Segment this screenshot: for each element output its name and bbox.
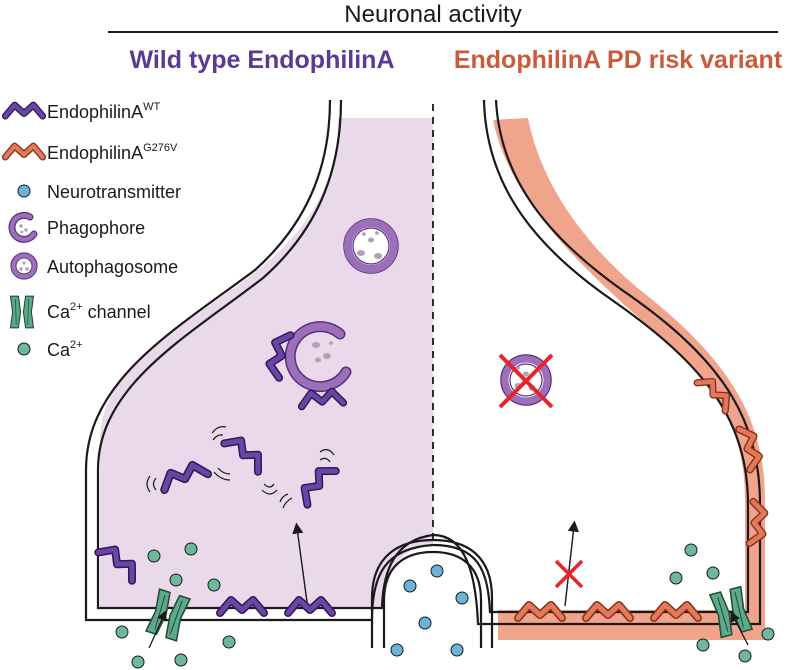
legend-item-calcium-channel: Ca2+ channel [47,301,151,322]
neurotransmitter-icon [17,184,31,198]
calcium-ions [115,542,775,669]
figure-title: Neuronal activity [344,1,521,28]
autophagosome-left [343,218,399,274]
recruitment-arrow-left [292,522,308,603]
legend-item-autophagosome: Autophagosome [47,257,178,277]
recruitment-arrow-right [564,520,579,607]
calcium-influx-arrow-left [148,610,167,649]
calcium-ion-icon [17,342,31,356]
phagophore-icon [8,211,38,243]
endophilin-wt-icon [5,105,42,116]
postsynaptic-bump [370,538,494,648]
right-synaptic-terminal [432,99,765,640]
neurotransmitters [390,564,469,657]
calcium-channel-icon [9,295,35,329]
calcium-influx-arrow-right [730,611,749,646]
left-synaptic-terminal [84,99,434,622]
left-membrane-outer [84,99,434,622]
legend-item-neurotransmitter: Neurotransmitter [47,182,181,202]
legend-item-endophilin-g276v: EndophilinAG276V [47,142,178,163]
legend: EndophilinAWT EndophilinAG276V Neurotran… [5,101,181,360]
autophagosome-icon [10,252,38,280]
legend-item-phagophore: Phagophore [47,218,145,238]
left-panel-label: Wild type EndophilinA [129,46,394,74]
legend-item-calcium-ion: Ca2+ [47,339,83,360]
right-panel-label: EndophilinA PD risk variant [454,46,783,74]
legend-item-endophilin-wt: EndophilinAWT [47,101,160,122]
wt-endophilin-free-group [146,426,336,508]
right-membrane-outer [432,99,762,626]
left-membrane-inner [96,99,434,610]
cross-mark-autophagosome [498,353,554,409]
cross-mark-recruitment [554,559,584,589]
right-membrane-inner [432,99,750,614]
endophilin-g276v-icon [5,146,42,157]
pd-endophilin-band-group [518,375,765,618]
phagophore-left [284,321,352,393]
